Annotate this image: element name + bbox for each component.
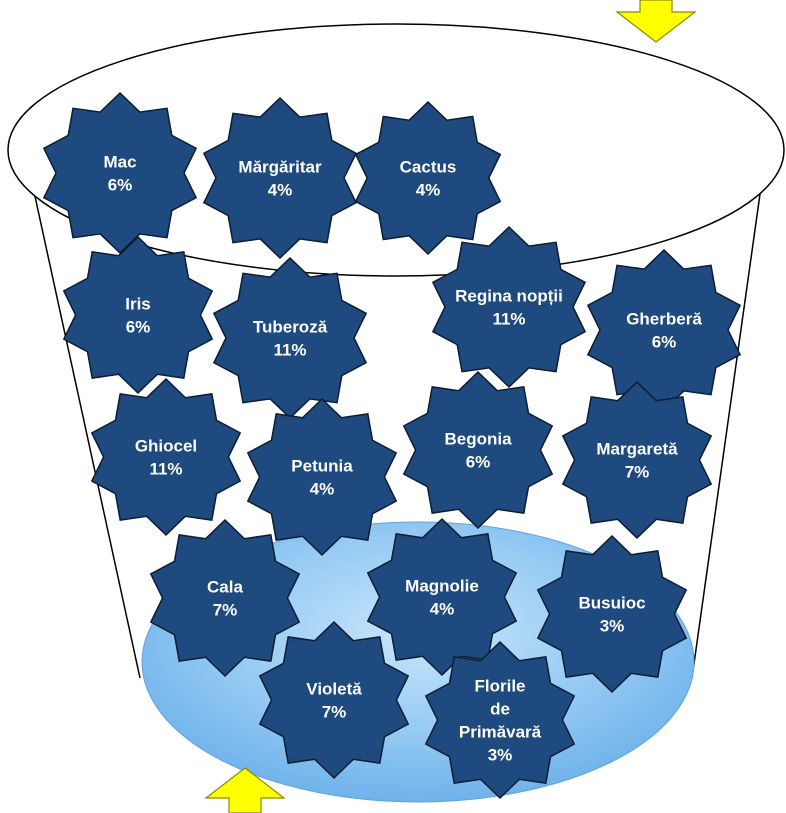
flower-star-shape bbox=[149, 518, 301, 678]
flower-percent: 7% bbox=[322, 703, 347, 722]
flower-star-shape bbox=[586, 248, 742, 412]
flower-star-shape bbox=[258, 620, 410, 780]
flower-star-shape bbox=[212, 256, 368, 420]
flower-percent: 11% bbox=[492, 310, 525, 329]
flower-iris: Iris 6% bbox=[62, 235, 214, 395]
flower-name: Busuioc bbox=[578, 594, 645, 613]
flower-star-shape bbox=[431, 225, 587, 389]
flower-gherbera: Gherberă 6% bbox=[586, 248, 742, 412]
flower-star-shape bbox=[42, 91, 198, 255]
flower-percent: 11% bbox=[149, 460, 182, 479]
arrow-up-icon bbox=[204, 767, 286, 813]
flower-name-line: de bbox=[490, 700, 510, 719]
flower-busuioc: Busuioc 3% bbox=[536, 534, 688, 694]
flower-name: Ghiocel bbox=[135, 437, 197, 456]
flower-violeta: Violetă 7% bbox=[258, 620, 410, 780]
flower-star-shape bbox=[90, 377, 242, 537]
flower-name: Tuberoză bbox=[253, 318, 328, 337]
flower-name: Magnolie bbox=[405, 577, 479, 596]
flower-percent: 3% bbox=[488, 746, 513, 765]
flower-percent: 4% bbox=[416, 181, 441, 200]
flower-percent: 7% bbox=[213, 601, 238, 620]
flower-percent: 6% bbox=[108, 176, 133, 195]
flower-percent: 6% bbox=[652, 333, 677, 352]
flower-tuberoza: Tuberoză 11% bbox=[212, 256, 368, 420]
flower-star-shape bbox=[424, 640, 576, 800]
flower-percent: 7% bbox=[625, 463, 650, 482]
flower-name: Mărgăritar bbox=[238, 158, 322, 177]
flower-percent: 4% bbox=[310, 480, 335, 499]
flower-magnolie: Magnolie 4% bbox=[366, 517, 518, 677]
bucket-right-wall bbox=[691, 122, 771, 679]
flower-percent: 11% bbox=[273, 341, 306, 360]
flower-name: Gherberă bbox=[626, 310, 702, 329]
flower-name: Cala bbox=[207, 578, 243, 597]
flower-star-shape bbox=[202, 96, 358, 260]
flower-name: Regina nopții bbox=[455, 287, 563, 306]
flower-star-shape bbox=[354, 100, 502, 256]
flower-name: Begonia bbox=[444, 430, 512, 449]
bucket-left-wall bbox=[18, 122, 141, 679]
flower-cactus: Cactus 4% bbox=[354, 100, 502, 256]
flower-name-line: Florile bbox=[474, 677, 525, 696]
flowers-layer: Mac 6% Mărgăritar 4% Cactus 4% Iris 6% Tuberoză 1… bbox=[42, 91, 742, 800]
flower-name: Petunia bbox=[291, 457, 353, 476]
flower-name: Cactus bbox=[400, 158, 457, 177]
flower-star-shape bbox=[246, 397, 398, 557]
flower-percent: 4% bbox=[430, 600, 455, 619]
arrow-down-icon bbox=[615, 0, 697, 43]
flower-star-shape bbox=[561, 380, 713, 540]
flower-petunia: Petunia 4% bbox=[246, 397, 398, 557]
flower-star-shape bbox=[536, 534, 688, 694]
flower-star-shape bbox=[62, 235, 214, 395]
flower-begonia: Begonia 6% bbox=[402, 370, 554, 530]
flower-percent: 6% bbox=[126, 318, 151, 337]
flower-cala: Cala 7% bbox=[149, 518, 301, 678]
flower-star-shape bbox=[402, 370, 554, 530]
flower-name: Mac bbox=[103, 153, 136, 172]
flower-name: Iris bbox=[125, 295, 151, 314]
flower-margareta: Margaretă 7% bbox=[561, 380, 713, 540]
flower-mac: Mac 6% bbox=[42, 91, 198, 255]
flower-percent: 6% bbox=[466, 453, 491, 472]
flower-percent: 4% bbox=[268, 181, 293, 200]
flower-percent: 3% bbox=[600, 617, 625, 636]
flower-regina-noptii: Regina nopții 11% bbox=[431, 225, 587, 389]
flower-name: Margaretă bbox=[596, 440, 678, 459]
flower-star-shape bbox=[366, 517, 518, 677]
flower-margaritar: Mărgăritar 4% bbox=[202, 96, 358, 260]
flower-name: Violetă bbox=[306, 680, 362, 699]
flower-ghiocel: Ghiocel 11% bbox=[90, 377, 242, 537]
flower-name-line: Primăvară bbox=[459, 723, 542, 742]
